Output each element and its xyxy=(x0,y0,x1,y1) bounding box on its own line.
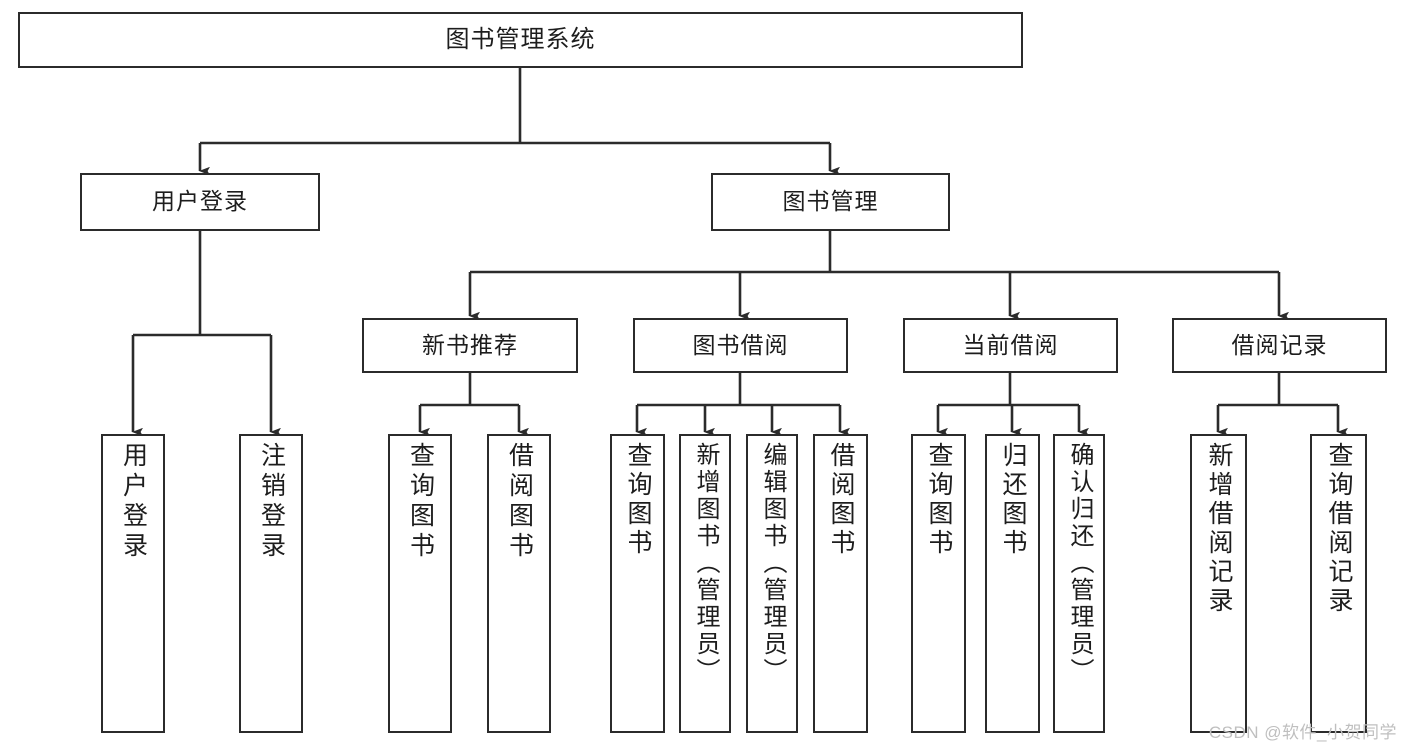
node-root[interactable]: 图书管理系统 xyxy=(18,12,1023,68)
node-current-borrow[interactable]: 当前借阅 xyxy=(903,318,1118,373)
node-leaf-query-book-1-label: 查询图书 xyxy=(406,442,435,562)
node-leaf-add-book[interactable]: 新增图书（管理员） xyxy=(679,434,731,733)
node-borrow-record[interactable]: 借阅记录 xyxy=(1172,318,1387,373)
node-root-label: 图书管理系统 xyxy=(445,25,596,53)
node-book-borrow-label: 图书借阅 xyxy=(692,331,789,358)
watermark: CSDN @软件_小贺同学 xyxy=(1208,723,1397,742)
node-leaf-query-record[interactable]: 查询借阅记录 xyxy=(1310,434,1367,733)
node-leaf-query-book-2-label: 查询图书 xyxy=(624,442,652,558)
node-leaf-user-login[interactable]: 用户登录 xyxy=(101,434,165,733)
node-leaf-query-book-3[interactable]: 查询图书 xyxy=(911,434,966,733)
node-book-manage[interactable]: 图书管理 xyxy=(711,173,950,231)
node-book-borrow[interactable]: 图书借阅 xyxy=(633,318,848,373)
node-current-borrow-label: 当前借阅 xyxy=(962,331,1059,358)
node-leaf-user-logout-label: 注销登录 xyxy=(257,442,286,562)
node-book-manage-label: 图书管理 xyxy=(782,188,879,215)
node-leaf-add-record-label: 新增借阅记录 xyxy=(1205,442,1233,616)
node-leaf-borrow-book-2-label: 借阅图书 xyxy=(827,442,855,558)
node-leaf-add-record[interactable]: 新增借阅记录 xyxy=(1190,434,1247,733)
node-leaf-query-book-3-label: 查询图书 xyxy=(925,442,953,558)
node-leaf-borrow-book-2[interactable]: 借阅图书 xyxy=(813,434,868,733)
node-leaf-edit-book[interactable]: 编辑图书（管理员） xyxy=(746,434,798,733)
node-leaf-query-record-label: 查询借阅记录 xyxy=(1325,442,1353,616)
node-borrow-record-label: 借阅记录 xyxy=(1231,331,1328,358)
node-leaf-query-book-1[interactable]: 查询图书 xyxy=(388,434,452,733)
node-leaf-confirm-return[interactable]: 确认归还（管理员） xyxy=(1053,434,1105,733)
node-new-book-rec[interactable]: 新书推荐 xyxy=(362,318,578,373)
node-leaf-borrow-book-1-label: 借阅图书 xyxy=(505,442,534,562)
node-leaf-user-login-label: 用户登录 xyxy=(119,442,148,562)
node-user-login-label: 用户登录 xyxy=(152,188,248,215)
node-leaf-confirm-return-label: 确认归还（管理员） xyxy=(1066,442,1093,685)
node-leaf-borrow-book-1[interactable]: 借阅图书 xyxy=(487,434,551,733)
node-leaf-return-book-label: 归还图书 xyxy=(999,442,1027,558)
node-new-book-rec-label: 新书推荐 xyxy=(422,331,518,358)
node-leaf-return-book[interactable]: 归还图书 xyxy=(985,434,1040,733)
node-leaf-edit-book-label: 编辑图书（管理员） xyxy=(759,442,786,685)
node-leaf-user-logout[interactable]: 注销登录 xyxy=(239,434,303,733)
node-leaf-query-book-2[interactable]: 查询图书 xyxy=(610,434,665,733)
node-user-login[interactable]: 用户登录 xyxy=(80,173,320,231)
node-leaf-add-book-label: 新增图书（管理员） xyxy=(692,442,719,685)
